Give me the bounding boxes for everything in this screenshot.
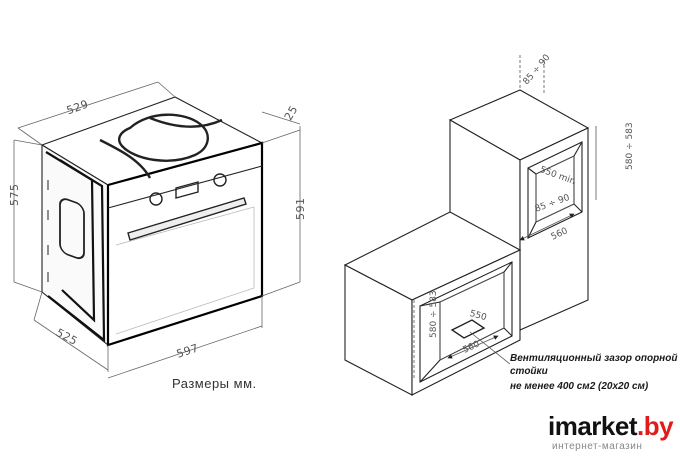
vent-note-line3: не менее 400 см2 (20х20 см) [510,381,649,392]
logo-brand: imarket.by [548,411,674,441]
dim-bottom-depth: 525 [54,326,80,348]
dim-left-height: 575 [8,184,21,207]
oven-drawing [40,96,264,347]
vent-note-line2: стойки [510,366,548,377]
dim-lower-height: 580 ÷ 583 [429,290,439,338]
dim-depth-top: 25 [282,103,301,122]
dim-bottom-width: 597 [175,341,200,360]
dimensions-caption: Размеры мм. [172,376,257,391]
logo-tagline: интернет-магазин [552,441,643,452]
cabinet-dimension-lines [413,55,597,380]
control-strip [107,165,263,209]
logo-brand-tld: .by [637,411,674,441]
top-fan [118,113,209,162]
oven-dimension-lines [13,81,301,379]
knob-right [213,173,227,187]
knob-left [149,192,163,206]
dim-lower-depth: 550 [468,309,487,323]
dim-top-width: 529 [65,97,91,117]
dim-upper-height: 580 ÷ 583 [625,122,635,170]
oven-handle [127,197,247,241]
dim-right-height: 591 [294,198,307,221]
side-cutout [59,198,85,260]
vent-opening [450,319,486,339]
oven-display [175,181,199,199]
dim-top-gap: 85 ÷ 90 [522,53,553,87]
cabinet-drawing [343,89,590,396]
side-rails [45,151,106,343]
logo-brand-main: imarket [548,411,638,441]
vent-note-line1: Вентиляционный зазор опорной [510,353,677,364]
imarket-logo: imarket.by интернет-магазин [548,411,674,452]
